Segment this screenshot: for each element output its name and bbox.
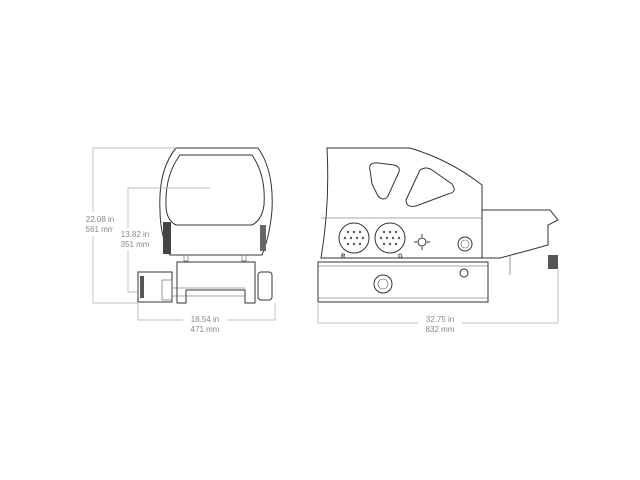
brightness-icon [414, 234, 430, 250]
left-knob [163, 222, 171, 254]
mount-nut [257, 271, 273, 301]
front-housing [159, 147, 273, 256]
width-mm-label: 471 mm [191, 325, 220, 334]
green-button-label: G [398, 254, 403, 260]
battery-cap [457, 236, 473, 252]
green-button [374, 222, 406, 254]
front-lens [165, 154, 265, 226]
red-button [338, 222, 370, 254]
base-screw [459, 268, 469, 278]
height-in-label: 22.08 in [86, 215, 114, 224]
side-view: R G [317, 147, 559, 303]
mount-body [176, 261, 256, 304]
red-button-label: R [341, 254, 346, 260]
side-dimensions: 32.75 in 832 mm [317, 270, 559, 335]
side-housing [320, 147, 483, 259]
window-2 [405, 167, 455, 207]
rear-hood [482, 209, 559, 259]
rear-knob [548, 255, 558, 269]
right-knob [260, 225, 266, 251]
optical-height-mm-label: 351 mm [121, 240, 150, 249]
height-mm-label: 561 mm [86, 225, 115, 234]
base-bolt [373, 274, 393, 294]
front-dimensions: 22.08 in 561 mm 13.82 in 351 mm 18.54 in… [80, 147, 276, 335]
length-in-label: 32.75 in [426, 315, 454, 324]
width-in-label: 18.54 in [191, 315, 219, 324]
window-1 [369, 162, 400, 200]
optical-height-in-label: 13.82 in [121, 230, 149, 239]
length-mm-label: 832 mm [426, 325, 455, 334]
front-view [137, 147, 273, 304]
side-base [317, 261, 489, 303]
